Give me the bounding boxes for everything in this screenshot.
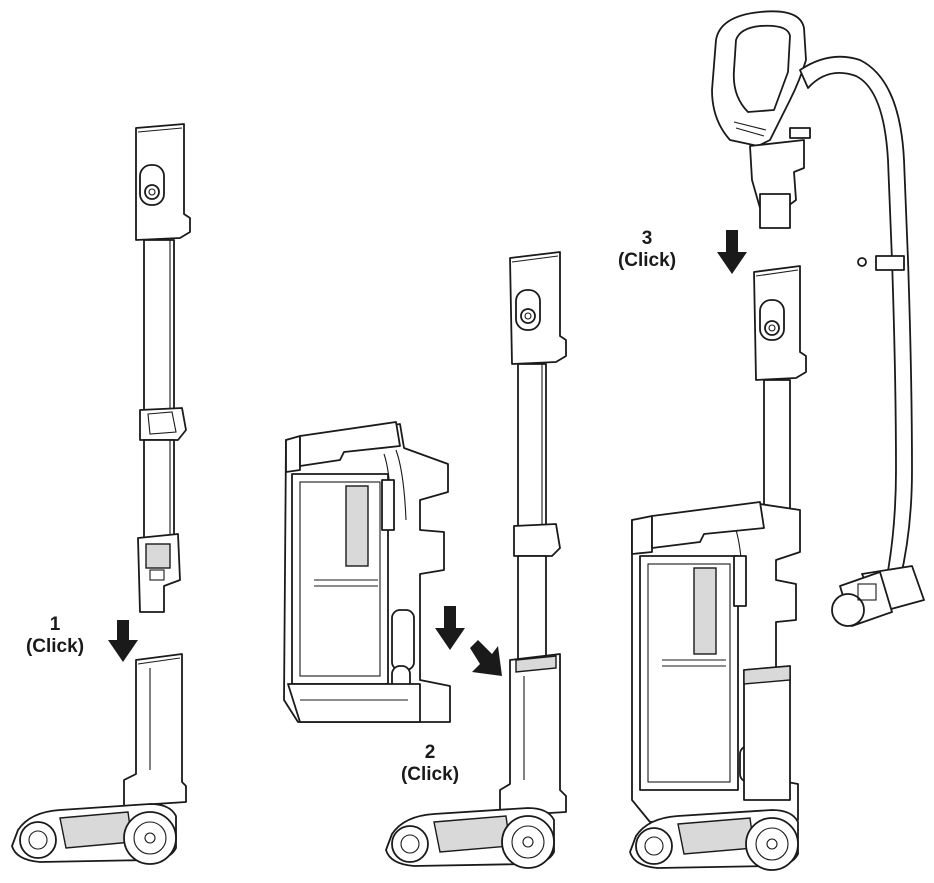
figure-3-complete-assembly <box>629 10 925 871</box>
figure-1-wand-and-floorhead <box>11 123 191 865</box>
arrow-down-icon <box>717 230 747 274</box>
step-2-label: 2 (Click) <box>385 742 475 786</box>
step-2-action: (Click) <box>400 764 460 785</box>
arrow-down-right-icon <box>470 640 502 676</box>
arrow-down-icon <box>435 606 465 650</box>
step-3-label: 3 (Click) <box>602 228 692 272</box>
step-1-label: 1 (Click) <box>10 614 100 658</box>
step-3-action: (Click) <box>617 250 677 271</box>
figure-2-pod-and-wand <box>283 251 567 869</box>
arrow-down-icon <box>108 620 138 662</box>
step-2-number: 2 <box>424 742 436 763</box>
step-1-number: 1 <box>49 614 61 635</box>
step-3-number: 3 <box>641 228 653 249</box>
step-1-action: (Click) <box>25 636 85 657</box>
